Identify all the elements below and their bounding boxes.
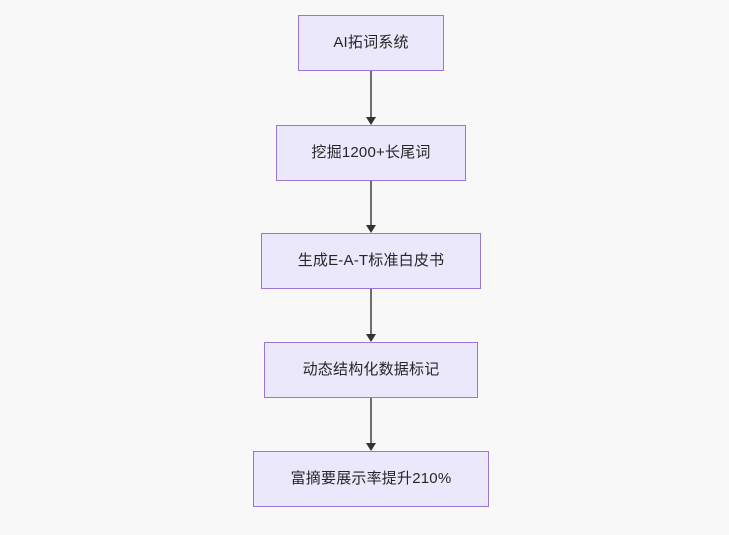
flowchart-node-dynamic-structured-data-markup[interactable]: 动态结构化数据标记 (264, 342, 478, 398)
flowchart-node-generate-eat-whitepaper[interactable]: 生成E-A-T标准白皮书 (261, 233, 481, 289)
edge-node1-node2 (370, 71, 372, 117)
flowchart-node-mine-longtail-keywords[interactable]: 挖掘1200+长尾词 (276, 125, 466, 181)
arrowhead-node4-node5 (366, 443, 376, 451)
edge-node4-node5 (370, 398, 372, 443)
node-label: 富摘要展示率提升210% (290, 470, 452, 487)
node-label: 动态结构化数据标记 (302, 361, 440, 378)
arrowhead-node2-node3 (366, 225, 376, 233)
edge-node3-node4 (370, 289, 372, 334)
arrowhead-node1-node2 (366, 117, 376, 125)
node-label: AI拓词系统 (333, 34, 409, 51)
node-label: 挖掘1200+长尾词 (311, 144, 431, 161)
flowchart-node-rich-snippet-rate-increase[interactable]: 富摘要展示率提升210% (253, 451, 489, 507)
edge-node2-node3 (370, 181, 372, 225)
node-label: 生成E-A-T标准白皮书 (297, 252, 445, 269)
flowchart-node-ai-keyword-system[interactable]: AI拓词系统 (298, 15, 444, 71)
arrowhead-node3-node4 (366, 334, 376, 342)
